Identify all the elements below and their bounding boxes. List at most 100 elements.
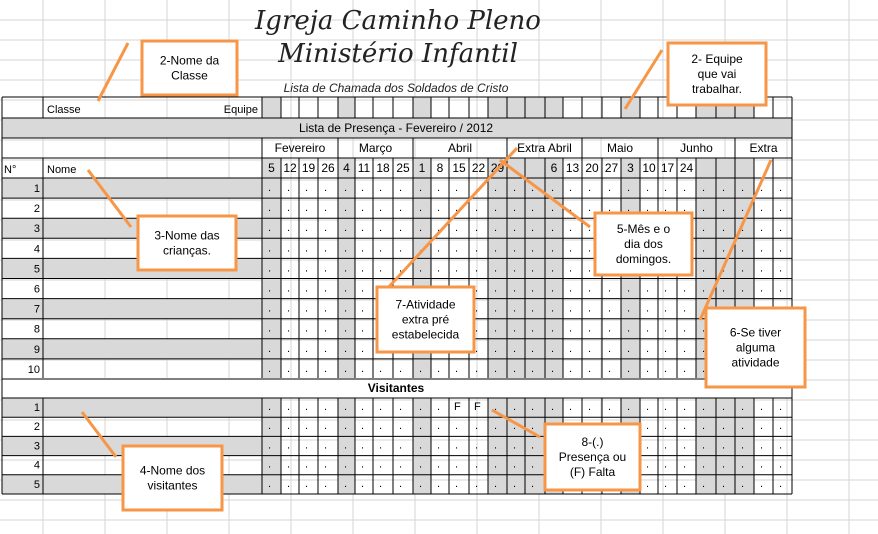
attendance-mark: .: [344, 283, 347, 295]
attendance-mark: .: [779, 283, 782, 295]
attendance-mark: .: [305, 323, 308, 335]
attendance-mark: .: [361, 478, 364, 490]
attendance-mark: .: [588, 343, 591, 355]
attendance-mark: .: [683, 323, 686, 335]
attendance-mark: .: [437, 401, 440, 413]
attendance-mark: .: [627, 401, 630, 413]
attendance-mark: .: [455, 439, 458, 451]
attendance-mark: .: [344, 363, 347, 375]
attendance-mark: .: [741, 182, 744, 194]
callout-text: dia dos: [624, 237, 663, 251]
visitors-title-cell: [2, 378, 792, 398]
day-label: 20: [585, 161, 599, 175]
attendance-mark: .: [379, 439, 382, 451]
date-column-shade: [621, 97, 640, 118]
attendance-mark: .: [287, 202, 290, 214]
attendance-mark: .: [399, 262, 402, 274]
attendance-mark: .: [494, 323, 497, 335]
visitor-number: 1: [34, 402, 40, 414]
attendance-mark: .: [268, 202, 271, 214]
attendance-mark: .: [722, 459, 725, 471]
attendance-mark: .: [683, 439, 686, 451]
callout-box: [704, 306, 807, 389]
attendance-mark: .: [305, 222, 308, 234]
attendance-mark: .: [324, 182, 327, 194]
attendance-mark: .: [741, 202, 744, 214]
attendance-mark: .: [475, 242, 478, 254]
attendance-mark: .: [722, 401, 725, 413]
attendance-mark: .: [494, 420, 497, 432]
attendance-mark: .: [760, 242, 763, 254]
attendance-mark: .: [531, 182, 534, 194]
callout-text: trabalhar.: [692, 82, 742, 96]
attendance-mark: .: [551, 242, 554, 254]
date-column-shade: [488, 158, 507, 378]
attendance-mark: .: [399, 420, 402, 432]
attendance-mark: .: [531, 401, 534, 413]
attendance-mark: .: [588, 242, 591, 254]
attendance-mark: .: [287, 323, 290, 335]
attendance-mark: .: [419, 262, 422, 274]
attendance-mark: .: [664, 202, 667, 214]
callout-text: extra pré: [402, 313, 450, 327]
attendance-mark: .: [608, 363, 611, 375]
attendance-mark: .: [379, 222, 382, 234]
attendance-mark: .: [741, 283, 744, 295]
attendance-mark: .: [627, 182, 630, 194]
attendance-mark: .: [361, 262, 364, 274]
attendance-mark: .: [437, 439, 440, 451]
attendance-mark: .: [324, 343, 327, 355]
attendance-mark: .: [268, 363, 271, 375]
attendance-mark: .: [531, 283, 534, 295]
attendance-mark: .: [760, 182, 763, 194]
attendance-mark: .: [683, 459, 686, 471]
attendance-mark: .: [513, 262, 516, 274]
day-label: 18: [376, 161, 390, 175]
callout-text: estabelecida: [392, 328, 460, 342]
attendance-mark: .: [760, 262, 763, 274]
callout-leader-line: [491, 408, 541, 439]
date-column-shade: [413, 97, 431, 118]
attendance-mark: .: [760, 459, 763, 471]
attendance-mark: .: [588, 283, 591, 295]
attendance-mark: .: [608, 202, 611, 214]
student-number: 1: [34, 183, 40, 195]
attendance-mark: .: [419, 202, 422, 214]
attendance-mark: .: [475, 222, 478, 234]
attendance-mark: .: [779, 202, 782, 214]
callout-leader-line: [96, 42, 130, 102]
attendance-mark: .: [344, 401, 347, 413]
student-number: 3: [34, 223, 40, 235]
attendance-mark: .: [268, 283, 271, 295]
month-label: Abril: [448, 141, 472, 155]
attendance-mark: .: [664, 478, 667, 490]
presence-title: Lista de Presença - Fevereiro / 2012: [299, 121, 493, 135]
attendance-mark: .: [513, 202, 516, 214]
callout-box: [136, 214, 238, 272]
attendance-mark: .: [569, 283, 572, 295]
attendance-mark: .: [361, 420, 364, 432]
attendance-mark: .: [646, 182, 649, 194]
month-label: Extra Abril: [517, 141, 572, 155]
attendance-mark: .: [455, 202, 458, 214]
attendance-mark: .: [531, 202, 534, 214]
attendance-mark: .: [627, 202, 630, 214]
attendance-mark: .: [305, 303, 308, 315]
attendance-mark: .: [494, 222, 497, 234]
attendance-mark: .: [324, 323, 327, 335]
attendance-mark: .: [361, 323, 364, 335]
callout-text: Presença ou: [559, 450, 626, 464]
attendance-mark: .: [287, 182, 290, 194]
callout-box: [140, 39, 239, 97]
attendance-mark: .: [344, 439, 347, 451]
attendance-mark: .: [287, 478, 290, 490]
callout-text: que vai: [698, 67, 737, 81]
attendance-mark: .: [513, 439, 516, 451]
attendance-mark: .: [702, 401, 705, 413]
day-label: 10: [642, 161, 656, 175]
shaded-cells: [2, 97, 792, 494]
attendance-mark: .: [627, 323, 630, 335]
attendance-mark: .: [627, 343, 630, 355]
attendance-mark: .: [399, 478, 402, 490]
